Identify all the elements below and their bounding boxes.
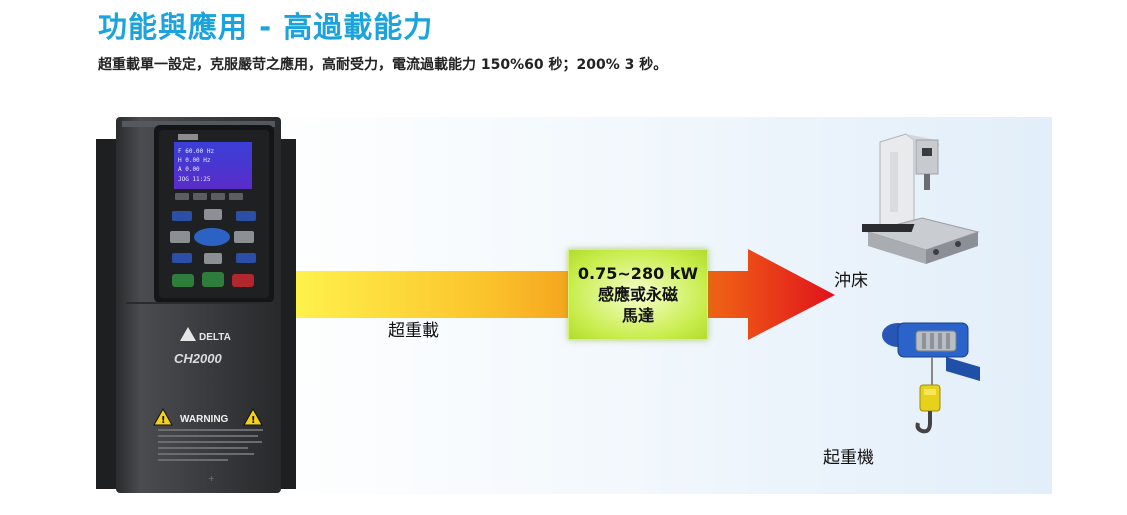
page-title: 功能與應用 - 高過載能力 bbox=[98, 10, 434, 44]
svg-text:F 60.00 Hz: F 60.00 Hz bbox=[178, 148, 215, 155]
drive-model: CH2000 bbox=[174, 351, 222, 366]
crane-hoist-icon bbox=[882, 322, 980, 434]
svg-text:!: ! bbox=[251, 415, 256, 426]
overload-label: 超重載 bbox=[388, 321, 439, 341]
press-label: 沖床 bbox=[834, 271, 868, 291]
drive-brand: DELTA bbox=[199, 332, 231, 343]
capacity-range: 0.75~280 kW bbox=[577, 264, 699, 283]
motor-label: 馬達 bbox=[621, 306, 654, 325]
capacity-box: 0.75~280 kW 感應或永磁 馬達 bbox=[568, 249, 708, 340]
page-subtitle: 超重載單一設定，克服嚴苛之應用，高耐受力，電流過載能力 150%60 秒；200… bbox=[98, 57, 668, 73]
drive-warning: WARNING bbox=[180, 414, 229, 425]
motor-type: 感應或永磁 bbox=[597, 285, 678, 304]
crane-label: 起重機 bbox=[823, 448, 874, 468]
svg-text:!: ! bbox=[161, 415, 166, 426]
svg-text:JOG 11:25: JOG 11:25 bbox=[178, 176, 211, 183]
ac-drive-image: F 60.00 Hz H 0.00 Hz A 0.00 JOG 11:25 DE… bbox=[96, 117, 298, 493]
svg-text:H 0.00 Hz: H 0.00 Hz bbox=[178, 157, 211, 164]
svg-text:A 0.00: A 0.00 bbox=[178, 166, 200, 173]
press-machine-icon bbox=[862, 133, 980, 264]
svg-text:+: + bbox=[208, 474, 215, 483]
